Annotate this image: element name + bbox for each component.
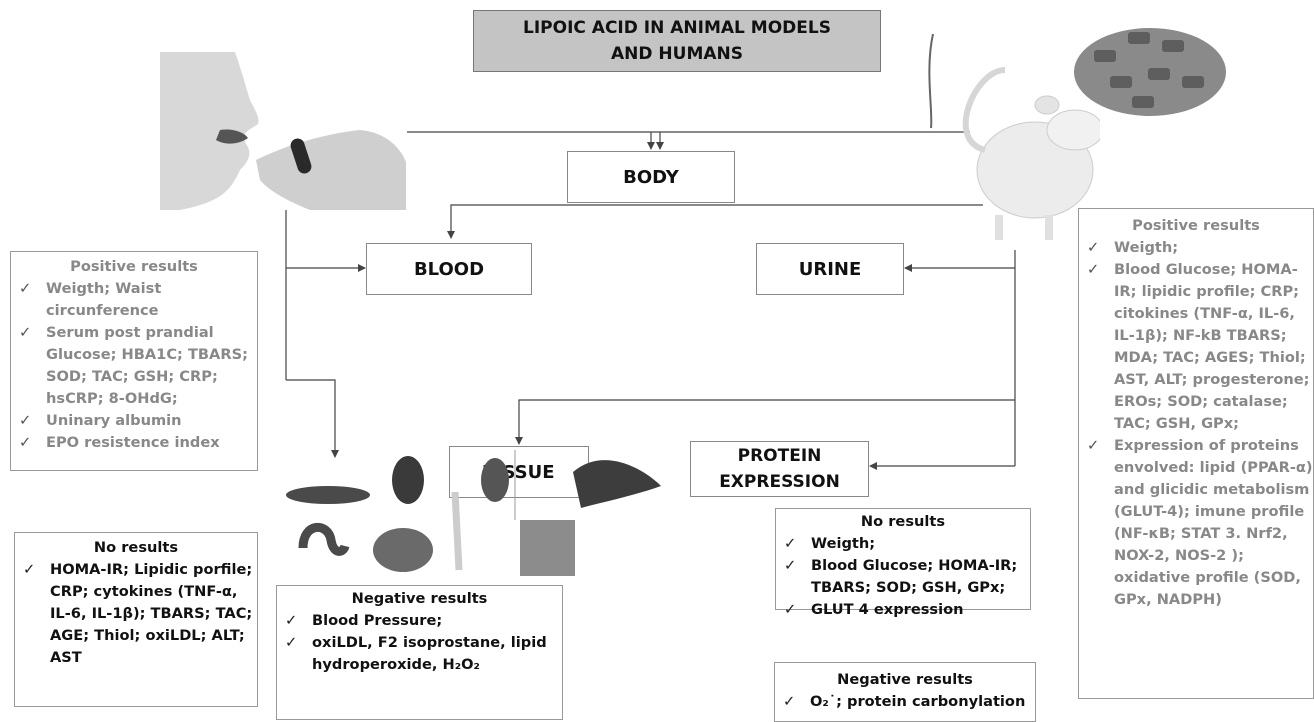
protein-label-line-2: EXPRESSION xyxy=(719,469,840,495)
list-item: Serum post prandial Glucose; HBA1C; TBAR… xyxy=(11,322,257,410)
list-item: Weigth; xyxy=(1079,237,1313,259)
blood-node: BLOOD xyxy=(366,243,532,295)
list-item: Blood Pressure; xyxy=(277,610,562,632)
list-item: Weigth; Waist circunference xyxy=(11,278,257,322)
human-no-results-panel: No results HOMA-IR; Lipidic porfile; CRP… xyxy=(14,532,258,707)
body-node: BODY xyxy=(567,151,735,203)
organs-image xyxy=(283,450,663,578)
protein-negative-results-panel: Negative results O₂˙; protein carbonylat… xyxy=(774,662,1036,722)
urine-label: URINE xyxy=(799,259,862,280)
list-item: HOMA-IR; Lipidic porfile; CRP; cytokines… xyxy=(15,559,257,669)
list-item: Blood Glucose; HOMA-IR; TBARS; SOD; GSH,… xyxy=(776,555,1030,599)
human-taking-capsule-image xyxy=(160,52,407,210)
human-positive-results-panel: Positive results Weigth; Waist circunfer… xyxy=(10,251,258,471)
list-item: oxiLDL, F2 isoprostane, lipid hydroperox… xyxy=(277,632,562,676)
title-line-2: AND HUMANS xyxy=(474,41,880,67)
protein-label-line-1: PROTEIN xyxy=(738,443,822,469)
animal-positive-results-panel: Positive results Weigth; Blood Glucose; … xyxy=(1078,208,1314,699)
urine-node: URINE xyxy=(756,243,904,295)
list-item: Weigth; xyxy=(776,533,1030,555)
list-item: Uninary albumin xyxy=(11,410,257,432)
tissue-negative-results-panel: Negative results Blood Pressure; oxiLDL,… xyxy=(276,585,563,720)
list-item: EPO resistence index xyxy=(11,432,257,454)
panel-header: Negative results xyxy=(277,588,562,610)
panel-header: No results xyxy=(776,511,1030,533)
body-label: BODY xyxy=(623,167,679,188)
diagram-title: LIPOIC ACID IN ANIMAL MODELS AND HUMANS xyxy=(473,10,881,72)
panel-header: Negative results xyxy=(775,669,1035,691)
panel-header: Positive results xyxy=(11,256,257,278)
protein-no-results-panel: No results Weigth; Blood Glucose; HOMA-I… xyxy=(775,508,1031,610)
list-item: Expression of proteins envolved: lipid (… xyxy=(1079,435,1313,611)
title-line-1: LIPOIC ACID IN ANIMAL MODELS xyxy=(474,15,880,41)
protein-expression-node: PROTEIN EXPRESSION xyxy=(690,441,869,497)
blood-label: BLOOD xyxy=(414,259,484,280)
food-pellets-image xyxy=(1070,10,1230,120)
list-item: GLUT 4 expression xyxy=(776,599,1030,621)
list-item: O₂˙; protein carbonylation xyxy=(775,691,1035,713)
panel-header: Positive results xyxy=(1079,215,1313,237)
panel-header: No results xyxy=(15,537,257,559)
list-item: Blood Glucose; HOMA-IR; lipidic profile;… xyxy=(1079,259,1313,435)
